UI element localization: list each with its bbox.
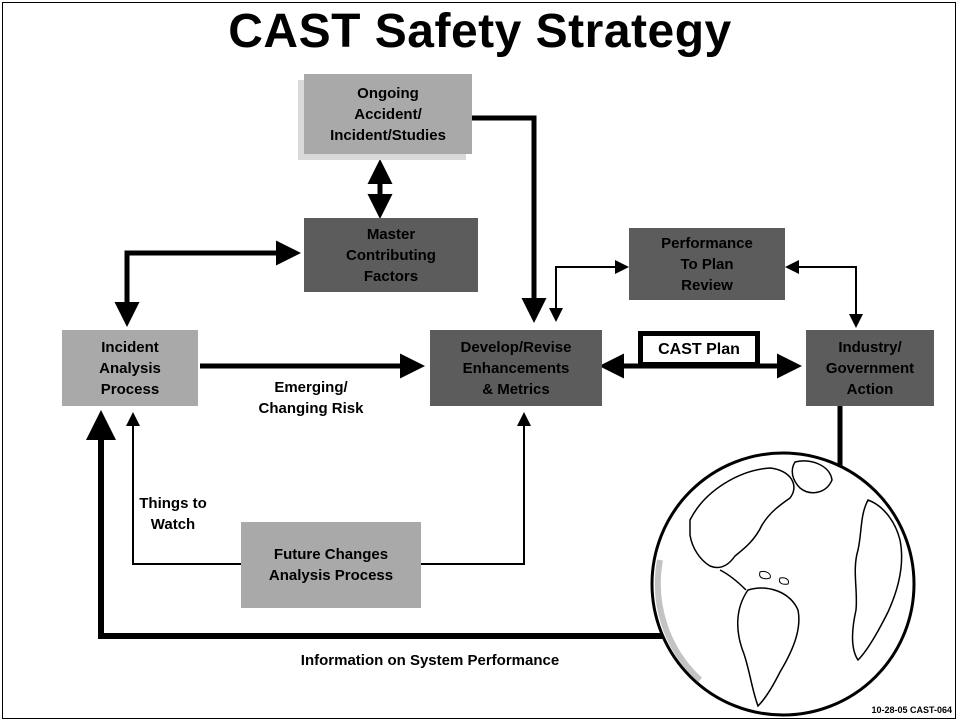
master-contributing-factors-box: Master Contributing Factors (304, 218, 478, 292)
future-changes-box: Future Changes Analysis Process (241, 522, 421, 608)
information-performance-label: Information on System Performance (300, 652, 560, 669)
globe-icon (650, 451, 916, 717)
ongoing-develop-arrow (472, 115, 547, 323)
slide-footer: 10-28-05 CAST-064 (871, 705, 952, 715)
performance-review-box: Performance To Plan Review (629, 228, 785, 300)
incident-master-arrow (114, 240, 301, 327)
industry-government-box: Industry/ Government Action (806, 330, 934, 406)
incident-analysis-box: Incident Analysis Process (62, 330, 198, 406)
develop-revise-box: Develop/Revise Enhancements & Metrics (430, 330, 602, 406)
things-to-watch-label: Things to Watch (139, 495, 207, 533)
future-incident-arrow (126, 412, 241, 565)
performance-industry-arrow (785, 260, 863, 328)
future-develop-arrow (421, 412, 531, 565)
develop-performance-arrow (549, 260, 629, 322)
emerging-risk-label: Emerging/ Changing Risk (258, 379, 364, 417)
ongoing-studies-box: Ongoing Accident/ Incident/Studies (304, 74, 472, 154)
information-loop-arrow (86, 410, 668, 639)
slide-title: CAST Safety Strategy (228, 5, 732, 58)
cast-plan-box: CAST Plan (638, 331, 760, 367)
